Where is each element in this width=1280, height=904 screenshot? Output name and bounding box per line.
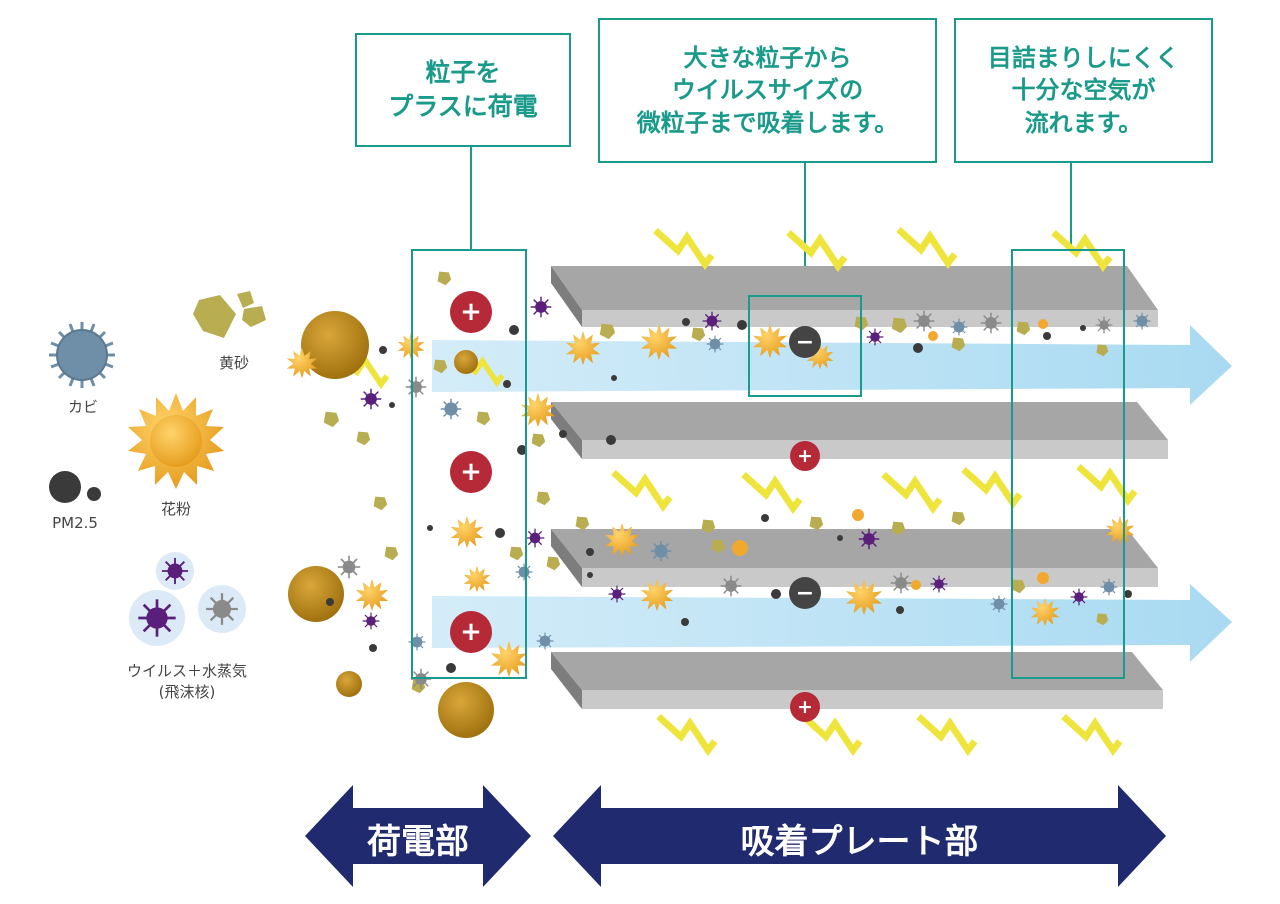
- spark-icon: [899, 230, 955, 264]
- section-label-plate: 吸着プレート部: [740, 822, 979, 862]
- svg-text:−: −: [796, 330, 814, 355]
- svg-text:−: −: [796, 581, 814, 606]
- svg-text:+: +: [797, 696, 813, 718]
- legend-label-pollen: 花粉: [160, 500, 191, 518]
- airflow-arrows: [432, 325, 1232, 662]
- charge-symbols: + + + + + − −: [450, 291, 821, 722]
- legend-label-mold: カビ: [67, 398, 98, 416]
- airflow-arrow-upper: [432, 325, 1232, 405]
- plate-part-arrow: [553, 785, 1166, 887]
- spark-icon: [804, 717, 860, 751]
- flow-zone-box: [1011, 249, 1125, 679]
- plus-icon: +: [790, 441, 820, 471]
- legend: [49, 291, 266, 646]
- svg-text:+: +: [460, 297, 482, 327]
- plus-icon: +: [450, 611, 492, 653]
- plus-icon: +: [450, 451, 492, 493]
- mold-icon: [49, 322, 115, 388]
- plate-1: [551, 266, 1158, 327]
- pollen-icon: [128, 393, 224, 489]
- airflow-arrow-lower: [432, 584, 1232, 662]
- callout-charge-particles: 粒子を プラスに荷電: [355, 33, 571, 147]
- callout-line: 粒子を: [425, 58, 501, 88]
- section-arrows: [305, 785, 1166, 887]
- callout-line: 目詰まりしにくく: [987, 43, 1180, 72]
- charging-zone-box: [411, 249, 527, 679]
- plate-2: [551, 402, 1168, 459]
- virus-icon: [129, 552, 246, 646]
- legend-label-pm25: PM2.5: [52, 514, 98, 532]
- spark-icon: [884, 475, 940, 509]
- svg-text:+: +: [460, 457, 482, 487]
- callout-line: 流れます。: [1024, 108, 1143, 137]
- adsorption-plates: [551, 266, 1168, 709]
- spark-icon: [659, 717, 715, 751]
- legend-label-virus: ウイルス＋水蒸気: [126, 662, 247, 680]
- callout-line: 大きな粒子から: [683, 43, 852, 72]
- legend-label-droplet-nuclei: (飛沫核): [158, 683, 216, 701]
- callout-line: プラスに荷電: [388, 92, 538, 121]
- spark-icon: [1064, 717, 1120, 751]
- spark-icon: [744, 475, 800, 509]
- spark-icon: [1079, 467, 1135, 501]
- charging-part-arrow: [305, 785, 531, 887]
- spark-icon: [656, 231, 712, 265]
- spark-icon: [789, 233, 845, 267]
- section-label-charging: 荷電部: [367, 822, 469, 862]
- yellow-sand-icon: [193, 291, 266, 338]
- legend-label-yellow-sand: 黄砂: [218, 354, 249, 372]
- callout-adsorb-particles: 大きな粒子から ウイルスサイズの 微粒子まで吸着します。: [598, 18, 937, 163]
- plate-3: [551, 529, 1158, 587]
- plus-icon: +: [450, 291, 492, 333]
- plate-4: [551, 652, 1163, 709]
- minus-icon: −: [789, 326, 821, 358]
- callout-line: 十分な空気が: [1011, 76, 1156, 105]
- svg-text:+: +: [460, 617, 482, 647]
- callout-air-flow: 目詰まりしにくく 十分な空気が 流れます。: [954, 18, 1213, 163]
- svg-text:+: +: [797, 445, 813, 467]
- spark-icon: [919, 717, 975, 751]
- minus-icon: −: [789, 577, 821, 609]
- particles: [286, 271, 1151, 738]
- pm25-icon: [49, 471, 101, 503]
- callout-line: 微粒子まで吸着します。: [636, 108, 899, 137]
- spark-icon: [614, 473, 670, 507]
- adsorb-zone-box: [748, 295, 862, 397]
- plus-icon: +: [790, 692, 820, 722]
- callout-line: ウイルスサイズの: [671, 76, 864, 105]
- highlight-boxes: [411, 249, 1125, 679]
